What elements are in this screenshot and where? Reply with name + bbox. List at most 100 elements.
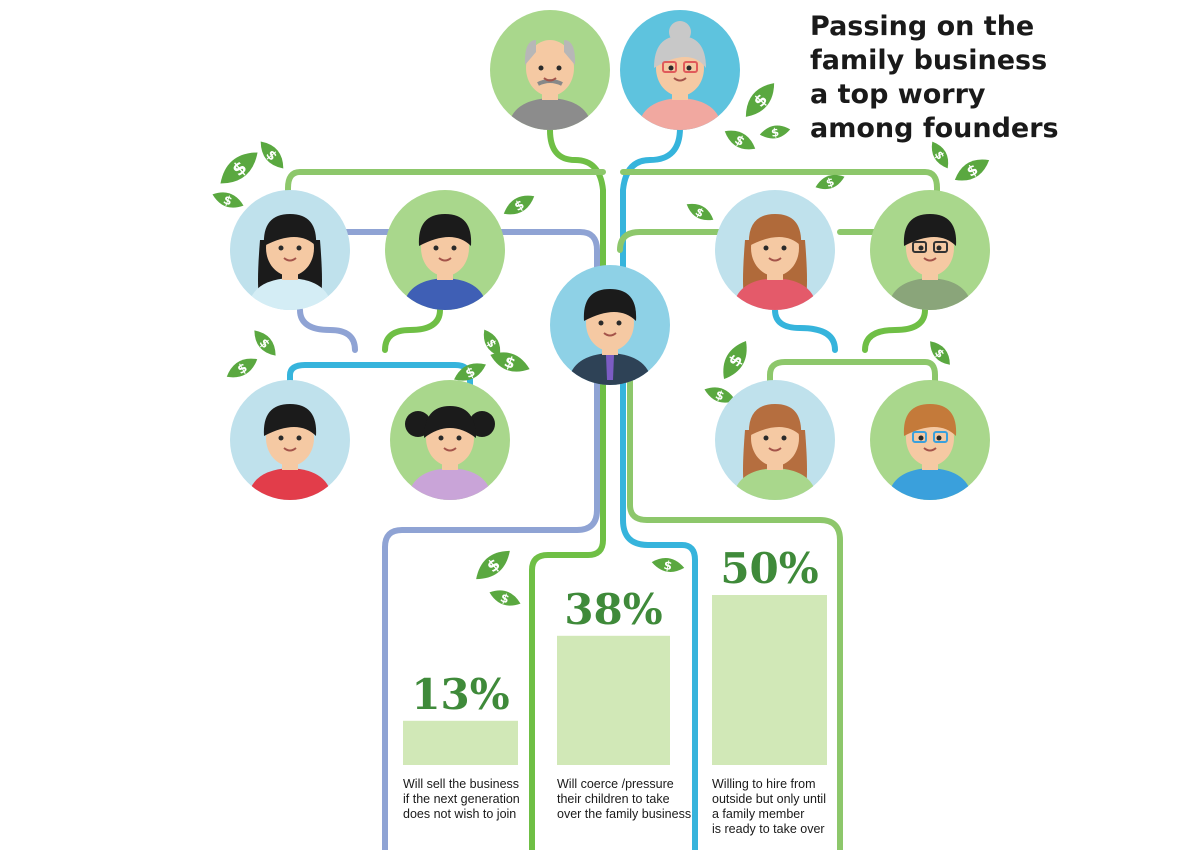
eye [278,245,284,251]
bar-caption-line: is ready to take over [712,822,825,836]
smile [768,447,782,452]
tree-branch [382,307,443,353]
bar-caption-line: does not wish to join [403,807,516,821]
shirt [248,278,332,310]
dollar-leaf-icon: $ [759,125,791,140]
leaf-shape [954,159,990,181]
dollar-leaf-icon: $ [260,141,284,169]
bar-caption-line: Willing to hire from [712,777,816,791]
chart-title: Passing on the family business a top wor… [810,10,1190,146]
bar-value-label: 50% [720,544,818,593]
leaf-shape [483,329,501,357]
hair [263,214,317,246]
hair [903,404,957,436]
title-line: Passing on the [810,11,1035,42]
leaf-shape [686,203,714,221]
dollar-leaf-icon: $ [476,550,510,580]
bar-value-label: 38% [564,585,662,634]
eye [451,245,457,251]
daughter-in-law-avatar [715,190,835,310]
grandson-avatar [230,380,350,500]
dollar-leaf-icon: $ [483,329,501,357]
leaf-shape [489,590,521,606]
tree-branch [337,229,600,278]
title-line: among founders [810,113,1059,144]
eye [918,245,924,251]
dollar-leaf-icon: $ [490,352,530,373]
hair [654,36,706,68]
leaf-shape [651,558,685,572]
leaf-shape [454,363,486,381]
shirt [888,468,972,500]
son-avatar [550,265,670,385]
eye [296,245,302,251]
eye [936,245,942,251]
smile [768,257,782,262]
eye [936,435,942,441]
tree-branch [862,307,928,353]
smile [923,447,937,452]
bar-caption-line: if the next generation [403,792,520,806]
glasses [912,431,927,443]
bar-caption-line: outside but only until [712,792,826,806]
tree-branch [767,359,938,398]
hair [418,214,472,246]
dollar-leaf-icon: $ [254,330,276,356]
dollar-icon: $ [663,558,674,573]
leaf-shape [254,330,276,356]
daughter-avatar [230,190,350,310]
hair [263,404,317,436]
bar-caption-line: a family member [712,807,804,821]
dollar-leaf-icon: $ [954,159,990,181]
leaf-shape [260,141,284,169]
tree-branch [620,125,698,850]
money-leaves: $$$$$$$$$$$$$$$$$$$$$$ [212,83,990,606]
shirt [508,98,592,130]
dollar-leaf-icon: $ [212,192,244,208]
shirt [403,278,487,310]
leaf-shape [759,125,791,139]
grandson-2-avatar [870,380,990,500]
hair [583,289,637,321]
dollar-leaf-icon: $ [930,341,950,365]
leaf-shape [704,387,736,403]
glasses [933,241,948,253]
smile [283,447,297,452]
dollar-leaf-icon: $ [724,130,756,150]
dollar-leaf-icon: $ [503,195,535,215]
hair [564,40,576,65]
eye [668,65,674,71]
eye [456,435,462,441]
eye [918,435,924,441]
smile [673,77,687,82]
bar-caption-line: their children to take [557,792,670,806]
tree-branch [620,169,940,208]
dollar-leaf-icon: $ [815,174,845,190]
dollar-leaf-icon: $ [226,358,258,378]
shirt [408,468,492,500]
glasses [912,241,927,253]
dollar-leaf-icon: $ [651,558,685,573]
leaf-shape [723,340,747,380]
dollar-leaf-icon: $ [723,340,747,380]
dollar-leaf-icon: $ [220,152,258,184]
leaf-shape [226,358,258,378]
family-members [230,10,990,500]
dollar-icon: $ [770,126,780,140]
shirt [888,278,972,310]
leaf-shape [490,352,530,372]
leaf-shape [212,192,244,208]
leaf-shape [724,130,756,150]
dollar-leaf-icon: $ [489,590,521,606]
shirt [733,278,817,310]
tree-branch [297,307,358,353]
leaf-shape [815,174,845,190]
tree-branches [285,125,940,850]
bar [557,635,670,765]
title-line: a top worry [810,79,986,110]
tree-branch [627,377,843,850]
bar-caption-line: Will coerce /pressure [557,777,674,791]
title-line: family business [810,45,1048,76]
